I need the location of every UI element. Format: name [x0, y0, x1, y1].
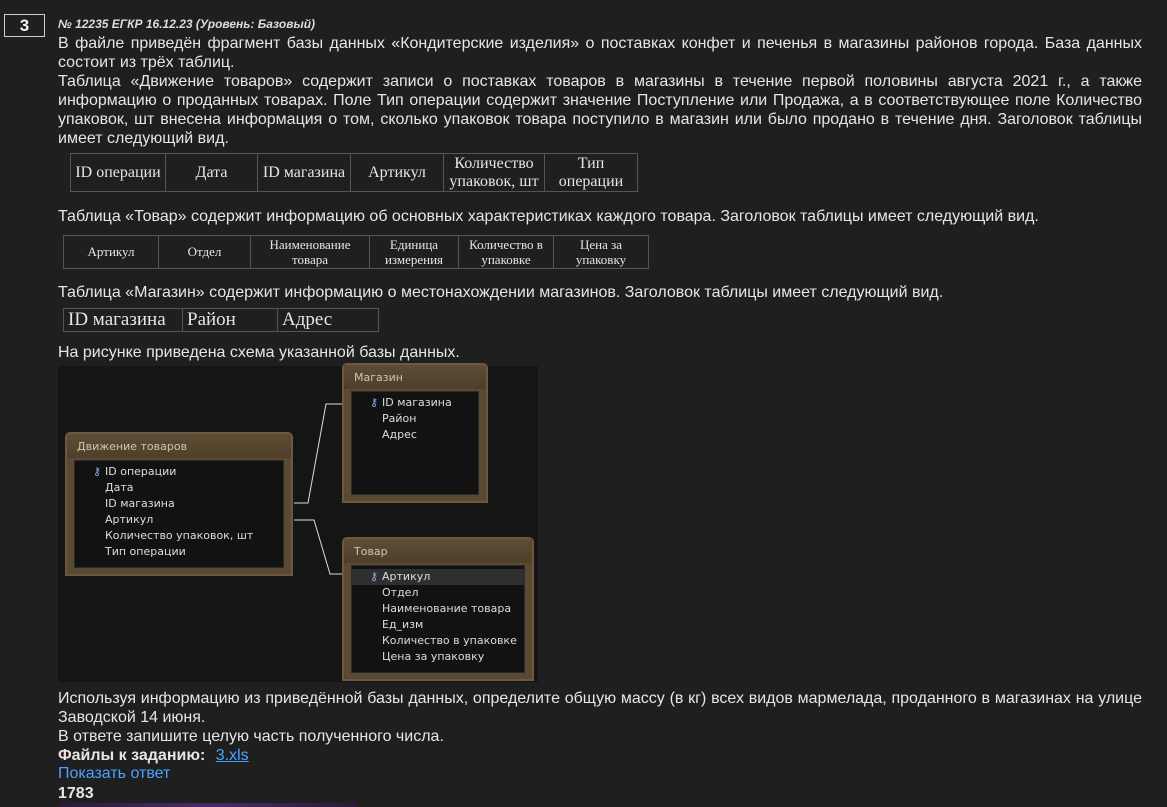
- schema-field: ID магазина: [105, 497, 175, 510]
- task-number: 3: [4, 14, 45, 37]
- header-cell: ID магазина: [63, 308, 183, 332]
- schema-table-product: Товар ⚷ Артикул Отдел Наименование товар…: [342, 537, 534, 681]
- schema-field: Адрес: [382, 428, 417, 441]
- header-cell: Тип операции: [544, 153, 638, 192]
- schema-field: Цена за упаковку: [382, 650, 485, 663]
- relation-line: [294, 519, 346, 575]
- schema-table-title: Движение товаров: [67, 434, 291, 458]
- movement-header-table: ID операции Дата ID магазина Артикул Кол…: [70, 153, 638, 192]
- schema-field: Количество упаковок, шт: [105, 529, 254, 542]
- paragraph-schema-intro: На рисунке приведена схема указанной баз…: [58, 344, 460, 361]
- schema-table-body: ⚷ Артикул Отдел Наименование товара Ед_и…: [351, 565, 525, 673]
- paragraph-shop-desc: Таблица «Магазин» содержит информацию о …: [58, 284, 944, 301]
- paragraph-intro: В файле приведён фрагмент базы данных «К…: [58, 35, 1142, 71]
- schema-table-title: Магазин: [344, 365, 486, 389]
- schema-field: Количество в упаковке: [382, 634, 517, 647]
- header-cell: Единица измерения: [369, 235, 459, 269]
- task-meta: № 12235 ЕГКР 16.12.23 (Уровень: Базовый): [58, 17, 316, 31]
- key-icon: ⚷: [370, 571, 379, 583]
- header-cell: ID операции: [70, 153, 166, 192]
- header-cell: Артикул: [63, 235, 159, 269]
- header-cell: Артикул: [350, 153, 444, 192]
- paragraph-question: Используя информацию из приведённой базы…: [58, 690, 1142, 726]
- schema-field: ID магазина: [382, 396, 452, 409]
- header-cell: ID магазина: [257, 153, 351, 192]
- schema-field: Район: [382, 412, 417, 425]
- schema-field: Тип операции: [105, 545, 186, 558]
- schema-table-title: Товар: [344, 539, 532, 563]
- decorative-strip: [58, 803, 358, 807]
- relation-lines: [294, 403, 346, 575]
- files-row: Файлы к заданию: 3.xls: [58, 746, 1142, 765]
- product-header-table: Артикул Отдел Наименование товара Единиц…: [63, 235, 649, 269]
- files-label: Файлы к заданию:: [58, 747, 206, 764]
- paragraph-answer-hint: В ответе запишите целую часть полученног…: [58, 728, 444, 745]
- header-cell: Дата: [165, 153, 258, 192]
- header-cell: Количество в упаковке: [458, 235, 554, 269]
- paragraph-product-desc: Таблица «Товар» содержит информацию об о…: [58, 208, 1039, 225]
- key-icon: ⚷: [370, 397, 379, 409]
- show-answer-link[interactable]: Показать ответ: [58, 765, 171, 782]
- paragraph-movement-desc: Таблица «Движение товаров» содержит запи…: [58, 73, 1142, 147]
- header-cell: Отдел: [158, 235, 251, 269]
- database-schema: Движение товаров ⚷ ID операции Дата ID м…: [58, 363, 538, 682]
- answer-value: 1783: [58, 785, 94, 802]
- header-cell: Район: [182, 308, 278, 332]
- header-cell: Количество упаковок, шт: [443, 153, 545, 192]
- schema-table-shop: Магазин ⚷ ID магазина Район Адрес: [342, 363, 488, 503]
- schema-field: Наименование товара: [382, 602, 512, 615]
- file-link[interactable]: 3.xls: [215, 747, 249, 764]
- key-icon: ⚷: [93, 466, 102, 478]
- schema-field: ID операции: [105, 465, 177, 478]
- schema-table-movement: Движение товаров ⚷ ID операции Дата ID м…: [65, 432, 293, 576]
- schema-table-body: ⚷ ID магазина Район Адрес: [351, 391, 479, 495]
- header-cell: Адрес: [277, 308, 379, 332]
- schema-table-body: ⚷ ID операции Дата ID магазина Артикул К…: [74, 460, 284, 568]
- relation-line: [294, 403, 342, 504]
- selected-row-highlight: [352, 569, 524, 585]
- shop-header-table: ID магазина Район Адрес: [63, 308, 379, 332]
- schema-field: Ед_изм: [382, 618, 424, 631]
- header-cell: Наименование товара: [250, 235, 370, 269]
- schema-field: Артикул: [105, 513, 154, 526]
- schema-field: Дата: [105, 481, 134, 494]
- schema-field: Артикул: [382, 570, 431, 583]
- header-cell: Цена за упаковку: [553, 235, 649, 269]
- schema-field: Отдел: [382, 586, 419, 599]
